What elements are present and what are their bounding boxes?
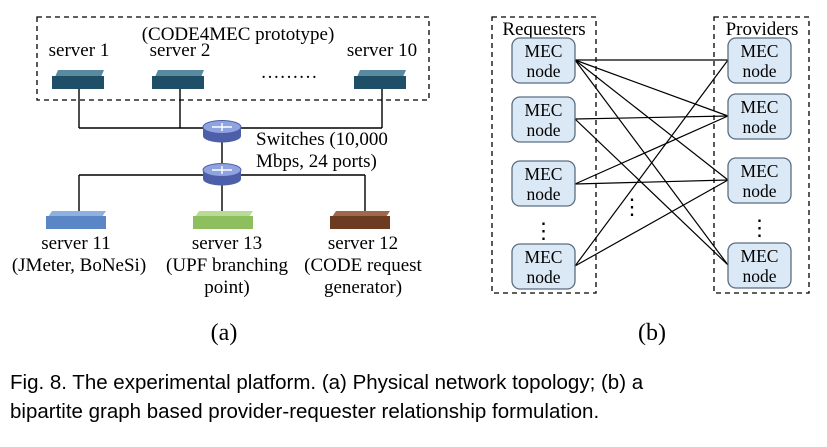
graph-edges [574,59,729,267]
server-1-label: server 1 [49,40,110,61]
server-11: server 11 (JMeter, BoNeSi) [12,211,146,276]
server-12-desc-line2: generator) [324,277,402,298]
edge [574,179,729,267]
caption-line-2: bipartite graph based provider-requester… [10,400,600,423]
server-11-label: server 11 [41,233,110,254]
server-2: server 2 [150,40,211,89]
mec-node-box [727,37,792,84]
requesters-dashed-box [491,16,597,294]
mec-node-box [727,157,792,204]
mec-node-label-line1: MEC [525,164,563,184]
provider-node-3: MEC node [727,157,792,204]
mec-node-label-line2: node [742,266,776,286]
mec-node-box [727,93,792,140]
figure-caption: Fig. 8. The experimental platform. (a) P… [10,368,822,426]
mec-node-label-line2: node [742,181,776,201]
switch-arrows-icon [212,123,232,131]
server-10-label: server 10 [347,40,417,61]
providers-vertical-ellipsis: ⋮ [749,215,771,240]
servers-ellipsis: ……… [261,62,318,83]
requester-node-4: MEC node [511,243,576,290]
server-1: server 1 [49,40,110,89]
requesters-title: Requesters [502,19,585,40]
mec-node-label-line2: node [526,120,560,140]
edge [574,59,729,267]
edge [574,179,729,185]
mec-node-label-line1: MEC [741,97,779,117]
switch-arrows-icon [212,166,232,174]
server-11-front [46,216,106,229]
server-10: server 10 [347,40,417,89]
edge [574,115,729,120]
server-13: server 13 (UPF branching point) [166,211,288,298]
provider-node-4: MEC node [727,242,792,289]
server-12-desc-line1: (CODE request [304,255,422,276]
edge [574,59,729,181]
caption-line-1: Fig. 8. The experimental platform. (a) P… [10,371,644,394]
requesters-vertical-ellipsis: ⋮ [533,218,555,243]
panel-b-label: (b) [638,320,666,346]
mec-node-label-line1: MEC [525,247,563,267]
server-12-front [330,216,390,229]
server-13-desc-line1: (UPF branching [166,255,288,276]
server-13-front [193,216,253,229]
mec-node-label-line1: MEC [741,161,779,181]
requester-node-1: MEC node [511,37,576,84]
edge [574,59,729,117]
mec-node-label-line1: MEC [525,100,563,120]
mec-node-label-line1: MEC [741,246,779,266]
edge [574,115,729,185]
server-12-label: server 12 [328,233,398,254]
mec-node-label-line2: node [526,267,560,287]
provider-node-1: MEC node [727,37,792,84]
mec-node-box [511,160,576,207]
mec-node-box [727,242,792,289]
provider-node-2: MEC node [727,93,792,140]
mec-node-label-line2: node [742,117,776,137]
providers-dashed-box [713,16,810,294]
mec-node-label-line2: node [742,61,776,81]
mec-node-box [511,37,576,84]
server-11-desc: (JMeter, BoNeSi) [12,255,146,276]
panel-a-physical-topology: (CODE4MEC prototype) server 1 server 2 …… [12,16,430,346]
server-2-label: server 2 [150,40,211,61]
server-10-front [354,76,406,89]
providers-title: Providers [726,19,799,40]
middle-vertical-ellipsis: ⋮ [621,194,643,219]
mec-node-box [511,96,576,143]
panel-a-label: (a) [211,320,238,346]
switch-lower [202,163,242,186]
switch-upper [202,120,242,143]
server-13-desc-line2: point) [204,277,249,298]
mec-node-label-line1: MEC [741,41,779,61]
requester-node-3: MEC node [511,160,576,207]
mec-node-box [511,243,576,290]
mec-node-label-line2: node [526,184,560,204]
requester-node-2: MEC node [511,96,576,143]
server-1-front [52,76,104,89]
server-12: server 12 (CODE request generator) [304,211,423,298]
server-13-label: server 13 [192,233,262,254]
mec-node-label-line2: node [526,61,560,81]
experimental-platform-figure: (CODE4MEC prototype) server 1 server 2 …… [12,16,810,346]
prototype-dashed-box [36,16,430,101]
switch-label-line2: Mbps, 24 ports) [256,151,377,172]
prototype-label: (CODE4MEC prototype) [142,24,335,45]
mec-node-label-line1: MEC [525,41,563,61]
switch-label-line1: Switches (10,000 [256,129,388,150]
edge [574,118,729,266]
server-2-front [152,76,204,89]
panel-b-bipartite-graph: Requesters Providers MEC node MEC node [491,16,810,346]
